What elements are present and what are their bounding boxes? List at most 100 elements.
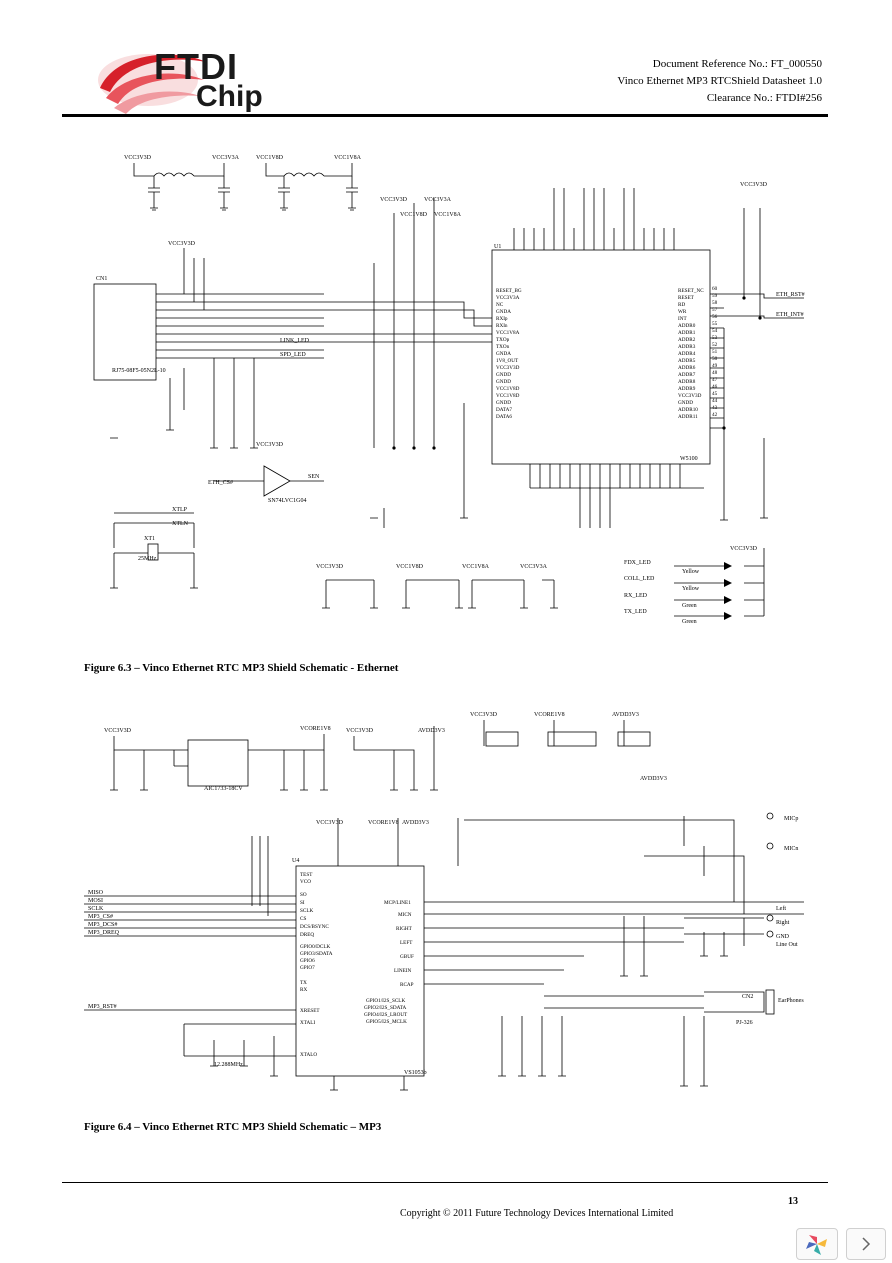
power-label: VCC1V8A <box>462 564 490 570</box>
u4-pin: VCO <box>300 879 311 885</box>
u1-pin-num: 48 <box>712 370 718 376</box>
cn1-part: RJ75-08F5-05N2L-10 <box>112 368 166 374</box>
u1-pin: GNDA <box>496 351 511 357</box>
u1-pin: RESET_NC <box>678 288 704 294</box>
u1-pin-num: 57 <box>712 307 718 313</box>
u1-pin: ADDR7 <box>678 372 696 378</box>
u4-pin: RCAP <box>400 982 414 988</box>
u1-part: W5100 <box>680 456 698 462</box>
power-label: AVDD3V3 <box>612 712 639 718</box>
u1-pin: ADDR5 <box>678 358 696 364</box>
u4-pin: GPIO6 <box>300 958 315 964</box>
u1-pin: VCC1V8D <box>496 393 520 399</box>
u1-pin: WR <box>678 309 687 315</box>
u4-pin: RX <box>300 987 307 993</box>
u1-pin: VCC1V8A <box>496 330 520 336</box>
net-tx-led: TX_LED <box>624 609 647 615</box>
net-miso: MISO <box>88 890 104 896</box>
net-mp3-rst: MP3_RST# <box>88 1004 117 1010</box>
net-sen: SEN <box>308 474 320 480</box>
figure-caption-mp3: Figure 6.4 – Vinco Ethernet RTC MP3 Shie… <box>84 1121 382 1133</box>
mp3-schematic: VCC3V3D VCORE1V8 VCC3V3D AVDD3V3 VCC3V3D… <box>84 712 804 1091</box>
output-label: GND <box>776 934 790 940</box>
u4-pin: LINEIN <box>394 968 412 974</box>
power-label: VCORE1V8 <box>368 820 399 826</box>
u6-part: SN74LVC1G04 <box>268 498 306 504</box>
pinwheel-icon <box>806 1235 827 1255</box>
u1-pin: INT <box>678 316 687 322</box>
u4-pin: GPIO1/I2S_SCLK <box>366 998 405 1004</box>
output-label: EarPhones <box>778 998 804 1004</box>
u4-pin: LEFT <box>400 940 413 946</box>
u1-pin-num: 43 <box>712 405 718 411</box>
net-xtln: XTLN <box>172 521 189 527</box>
u4-pin: SO <box>300 892 307 898</box>
u4-pin: CS <box>300 916 306 922</box>
u1-pin: ADDR4 <box>678 351 696 357</box>
net-mp3-dcs: MP3_DCS# <box>88 922 117 928</box>
u1-pin: ADDR6 <box>678 365 696 371</box>
logo-swoosh-icon <box>98 54 206 114</box>
footer-rule <box>62 1182 828 1183</box>
cn2-part: PJ-326 <box>736 1020 753 1026</box>
net-xtlp: XTLP <box>172 507 188 513</box>
page-number: 13 <box>788 1196 798 1207</box>
u1-pin-num: 56 <box>712 314 718 320</box>
u1-pin-num: 58 <box>712 300 718 306</box>
clearance-number: Clearance No.: FTDI#256 <box>706 92 822 104</box>
net-coll-led: COLL_LED <box>624 576 655 582</box>
power-label: AVDD3V3 <box>402 820 429 826</box>
u4-pin: GPIO0/DCLK <box>300 944 331 950</box>
u1-pin-num: 54 <box>712 328 718 334</box>
net-mp3-dreq: MP3_DREQ <box>88 930 120 936</box>
u1-pin-num: 47 <box>712 377 718 383</box>
power-label: AVDD3V3 <box>418 728 445 734</box>
cn1-label: CN1 <box>96 276 107 282</box>
led-color: Yellow <box>682 586 700 592</box>
u1-pin: TXOn <box>496 344 510 350</box>
u1-pin-num: 46 <box>712 384 718 390</box>
power-label: VCC1V8D <box>256 155 284 161</box>
u4-pin: GBUF <box>400 954 414 960</box>
net-fdx-led: FDX_LED <box>624 560 651 566</box>
u1-pin: RD <box>678 302 685 308</box>
net-mosi: MOSI <box>88 898 103 904</box>
output-label: Right <box>776 920 790 926</box>
power-label: VCC3V3D <box>168 241 196 247</box>
u1-pin: ADDR11 <box>678 414 698 420</box>
power-label: VCORE1V8 <box>534 712 565 718</box>
u1-pin-num: 52 <box>712 342 718 348</box>
led-color: Yellow <box>682 569 700 575</box>
next-page-button[interactable] <box>846 1228 886 1260</box>
u1-pin: GNDD <box>496 400 511 406</box>
power-label: VCC3V3A <box>520 564 548 570</box>
power-label: VCC3V3A <box>424 197 452 203</box>
net-eth-int: ETH_INT# <box>776 312 804 318</box>
power-label: VCC3V3D <box>124 155 152 161</box>
doc-reference: Document Reference No.: FT_000550 <box>652 58 822 70</box>
power-label: VCC1V8D <box>396 564 424 570</box>
viewer-logo-button[interactable] <box>796 1228 838 1260</box>
u1-pin: NC <box>496 302 504 308</box>
u4-pin: GPIO5/I2S_MCLK <box>366 1019 407 1025</box>
u4-pin: MCP/LINE1 <box>384 900 411 906</box>
power-label: VCC3V3D <box>730 546 758 552</box>
u1-pin: DATA7 <box>496 407 512 413</box>
u4-pin: XRESET <box>300 1008 320 1014</box>
output-label: MICn <box>784 846 798 852</box>
u1-pin-num: 42 <box>712 412 718 418</box>
power-label: AVDD3V3 <box>640 776 667 782</box>
u1-pin: VCC3V3D <box>496 365 520 371</box>
u4-pin: TEST <box>300 872 313 878</box>
u4-pin: TX <box>300 980 307 986</box>
power-label: VCC1V8A <box>334 155 362 161</box>
u1-pin-num: 59 <box>712 293 718 299</box>
u1-pin-num: 60 <box>712 286 718 292</box>
u4-pin: XTALO <box>300 1052 317 1058</box>
u1-pin: ADDR1 <box>678 330 696 336</box>
net-link-led: LINK_LED <box>280 338 310 344</box>
u4-pin: XTALI <box>300 1020 315 1026</box>
u1-pin-num: 45 <box>712 391 718 397</box>
figure-caption-ethernet: Figure 6.3 – Vinco Ethernet RTC MP3 Shie… <box>84 662 399 674</box>
power-label: VCORE1V8 <box>300 726 331 732</box>
